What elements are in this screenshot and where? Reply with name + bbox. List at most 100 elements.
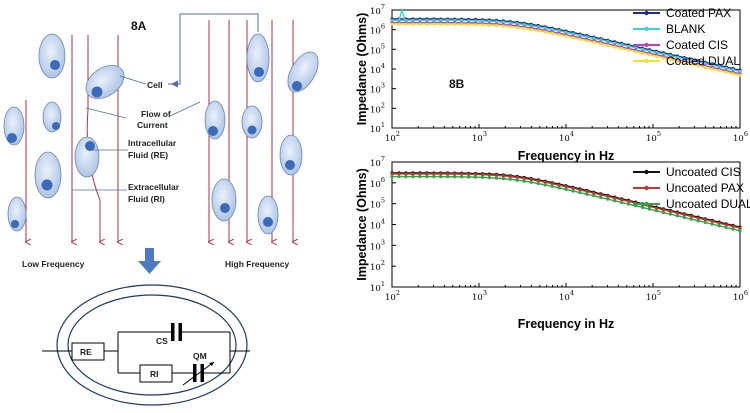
legend-marker bbox=[644, 42, 649, 48]
y-tick-label: 102 bbox=[370, 259, 385, 273]
panel-8a-title: 8A bbox=[131, 19, 147, 33]
data-point bbox=[627, 44, 631, 48]
data-point bbox=[606, 43, 610, 48]
x-axis-label: Frequency in Hz bbox=[518, 149, 615, 163]
data-point bbox=[494, 24, 498, 28]
cell bbox=[257, 195, 279, 235]
data-point bbox=[571, 36, 575, 40]
data-point bbox=[536, 29, 540, 33]
data-point bbox=[411, 18, 415, 22]
data-point bbox=[696, 60, 700, 64]
data-point bbox=[661, 56, 666, 60]
data-point bbox=[731, 227, 735, 231]
high-frequency-label: High Frequency bbox=[225, 259, 290, 269]
data-point bbox=[647, 49, 652, 53]
data-point bbox=[724, 70, 728, 74]
data-point bbox=[738, 226, 742, 230]
cell-connector-line bbox=[168, 13, 259, 85]
y-axis-label: Impedance (Ohms) bbox=[355, 168, 369, 281]
data-point bbox=[696, 219, 700, 223]
data-point bbox=[404, 22, 408, 26]
data-point bbox=[557, 29, 561, 33]
data-point bbox=[515, 178, 519, 182]
data-point bbox=[634, 50, 638, 54]
data-point bbox=[467, 19, 471, 23]
data-point bbox=[460, 22, 464, 26]
data-point bbox=[647, 204, 652, 208]
data-point bbox=[494, 173, 498, 177]
data-point bbox=[446, 22, 450, 26]
data-point bbox=[592, 191, 596, 195]
data-point bbox=[522, 23, 526, 27]
x-tick-label: 102 bbox=[385, 289, 400, 303]
data-point bbox=[641, 51, 645, 55]
data-point bbox=[696, 64, 700, 68]
label-leaders bbox=[72, 75, 201, 191]
data-point bbox=[710, 63, 714, 67]
data-point bbox=[480, 23, 485, 27]
data-point bbox=[578, 188, 582, 192]
data-point bbox=[647, 207, 652, 211]
data-point bbox=[543, 180, 547, 184]
data-point bbox=[654, 206, 659, 210]
data-point bbox=[432, 175, 436, 179]
legend-label: Coated PAX bbox=[666, 6, 731, 20]
legend-marker bbox=[644, 169, 649, 175]
data-point bbox=[599, 42, 603, 46]
data-point bbox=[453, 172, 457, 176]
x-axis-label: Frequency in Hz bbox=[518, 317, 615, 331]
cs-label: CS bbox=[156, 336, 168, 346]
data-point bbox=[480, 19, 485, 23]
data-point bbox=[522, 26, 526, 31]
data-point bbox=[585, 189, 589, 194]
data-point bbox=[682, 61, 686, 65]
low-frequency-cells bbox=[3, 33, 125, 232]
data-point bbox=[627, 202, 631, 206]
data-point bbox=[661, 52, 666, 56]
legend-marker bbox=[644, 26, 649, 32]
data-point bbox=[620, 47, 624, 51]
data-point bbox=[432, 172, 436, 176]
legend-marker bbox=[644, 201, 649, 207]
data-point bbox=[578, 191, 582, 195]
legend-label: Uncoated PAX bbox=[666, 181, 744, 195]
data-point bbox=[411, 22, 415, 26]
legend-label: Coated CIS bbox=[666, 38, 728, 52]
y-tick-label: 106 bbox=[370, 23, 385, 37]
data-point bbox=[585, 35, 589, 39]
variable-arrow-icon bbox=[209, 362, 214, 366]
re-label: RE bbox=[80, 347, 92, 357]
cs-capacitor-plate-b bbox=[178, 323, 182, 341]
data-point bbox=[585, 39, 589, 43]
data-point bbox=[473, 23, 478, 27]
y-tick-label: 104 bbox=[370, 62, 385, 76]
data-point bbox=[550, 31, 554, 35]
data-point bbox=[738, 229, 742, 233]
data-point bbox=[717, 65, 721, 69]
cell bbox=[7, 196, 27, 232]
data-point bbox=[578, 33, 582, 38]
data-point bbox=[675, 55, 680, 59]
data-point bbox=[599, 195, 603, 200]
qm-label: QM bbox=[193, 351, 207, 361]
data-point bbox=[494, 176, 498, 180]
down-arrow bbox=[138, 248, 161, 274]
high-frequency-cells bbox=[204, 33, 319, 235]
data-point bbox=[543, 30, 547, 34]
data-point bbox=[634, 46, 638, 50]
data-point bbox=[390, 175, 394, 179]
data-point bbox=[529, 28, 533, 32]
data-point bbox=[432, 22, 436, 26]
data-point bbox=[536, 179, 540, 183]
data-point bbox=[390, 22, 394, 26]
data-point bbox=[564, 187, 568, 191]
data-point bbox=[397, 172, 401, 176]
x-tick-label: 103 bbox=[472, 289, 487, 303]
data-point bbox=[682, 215, 686, 219]
data-point bbox=[668, 58, 673, 62]
